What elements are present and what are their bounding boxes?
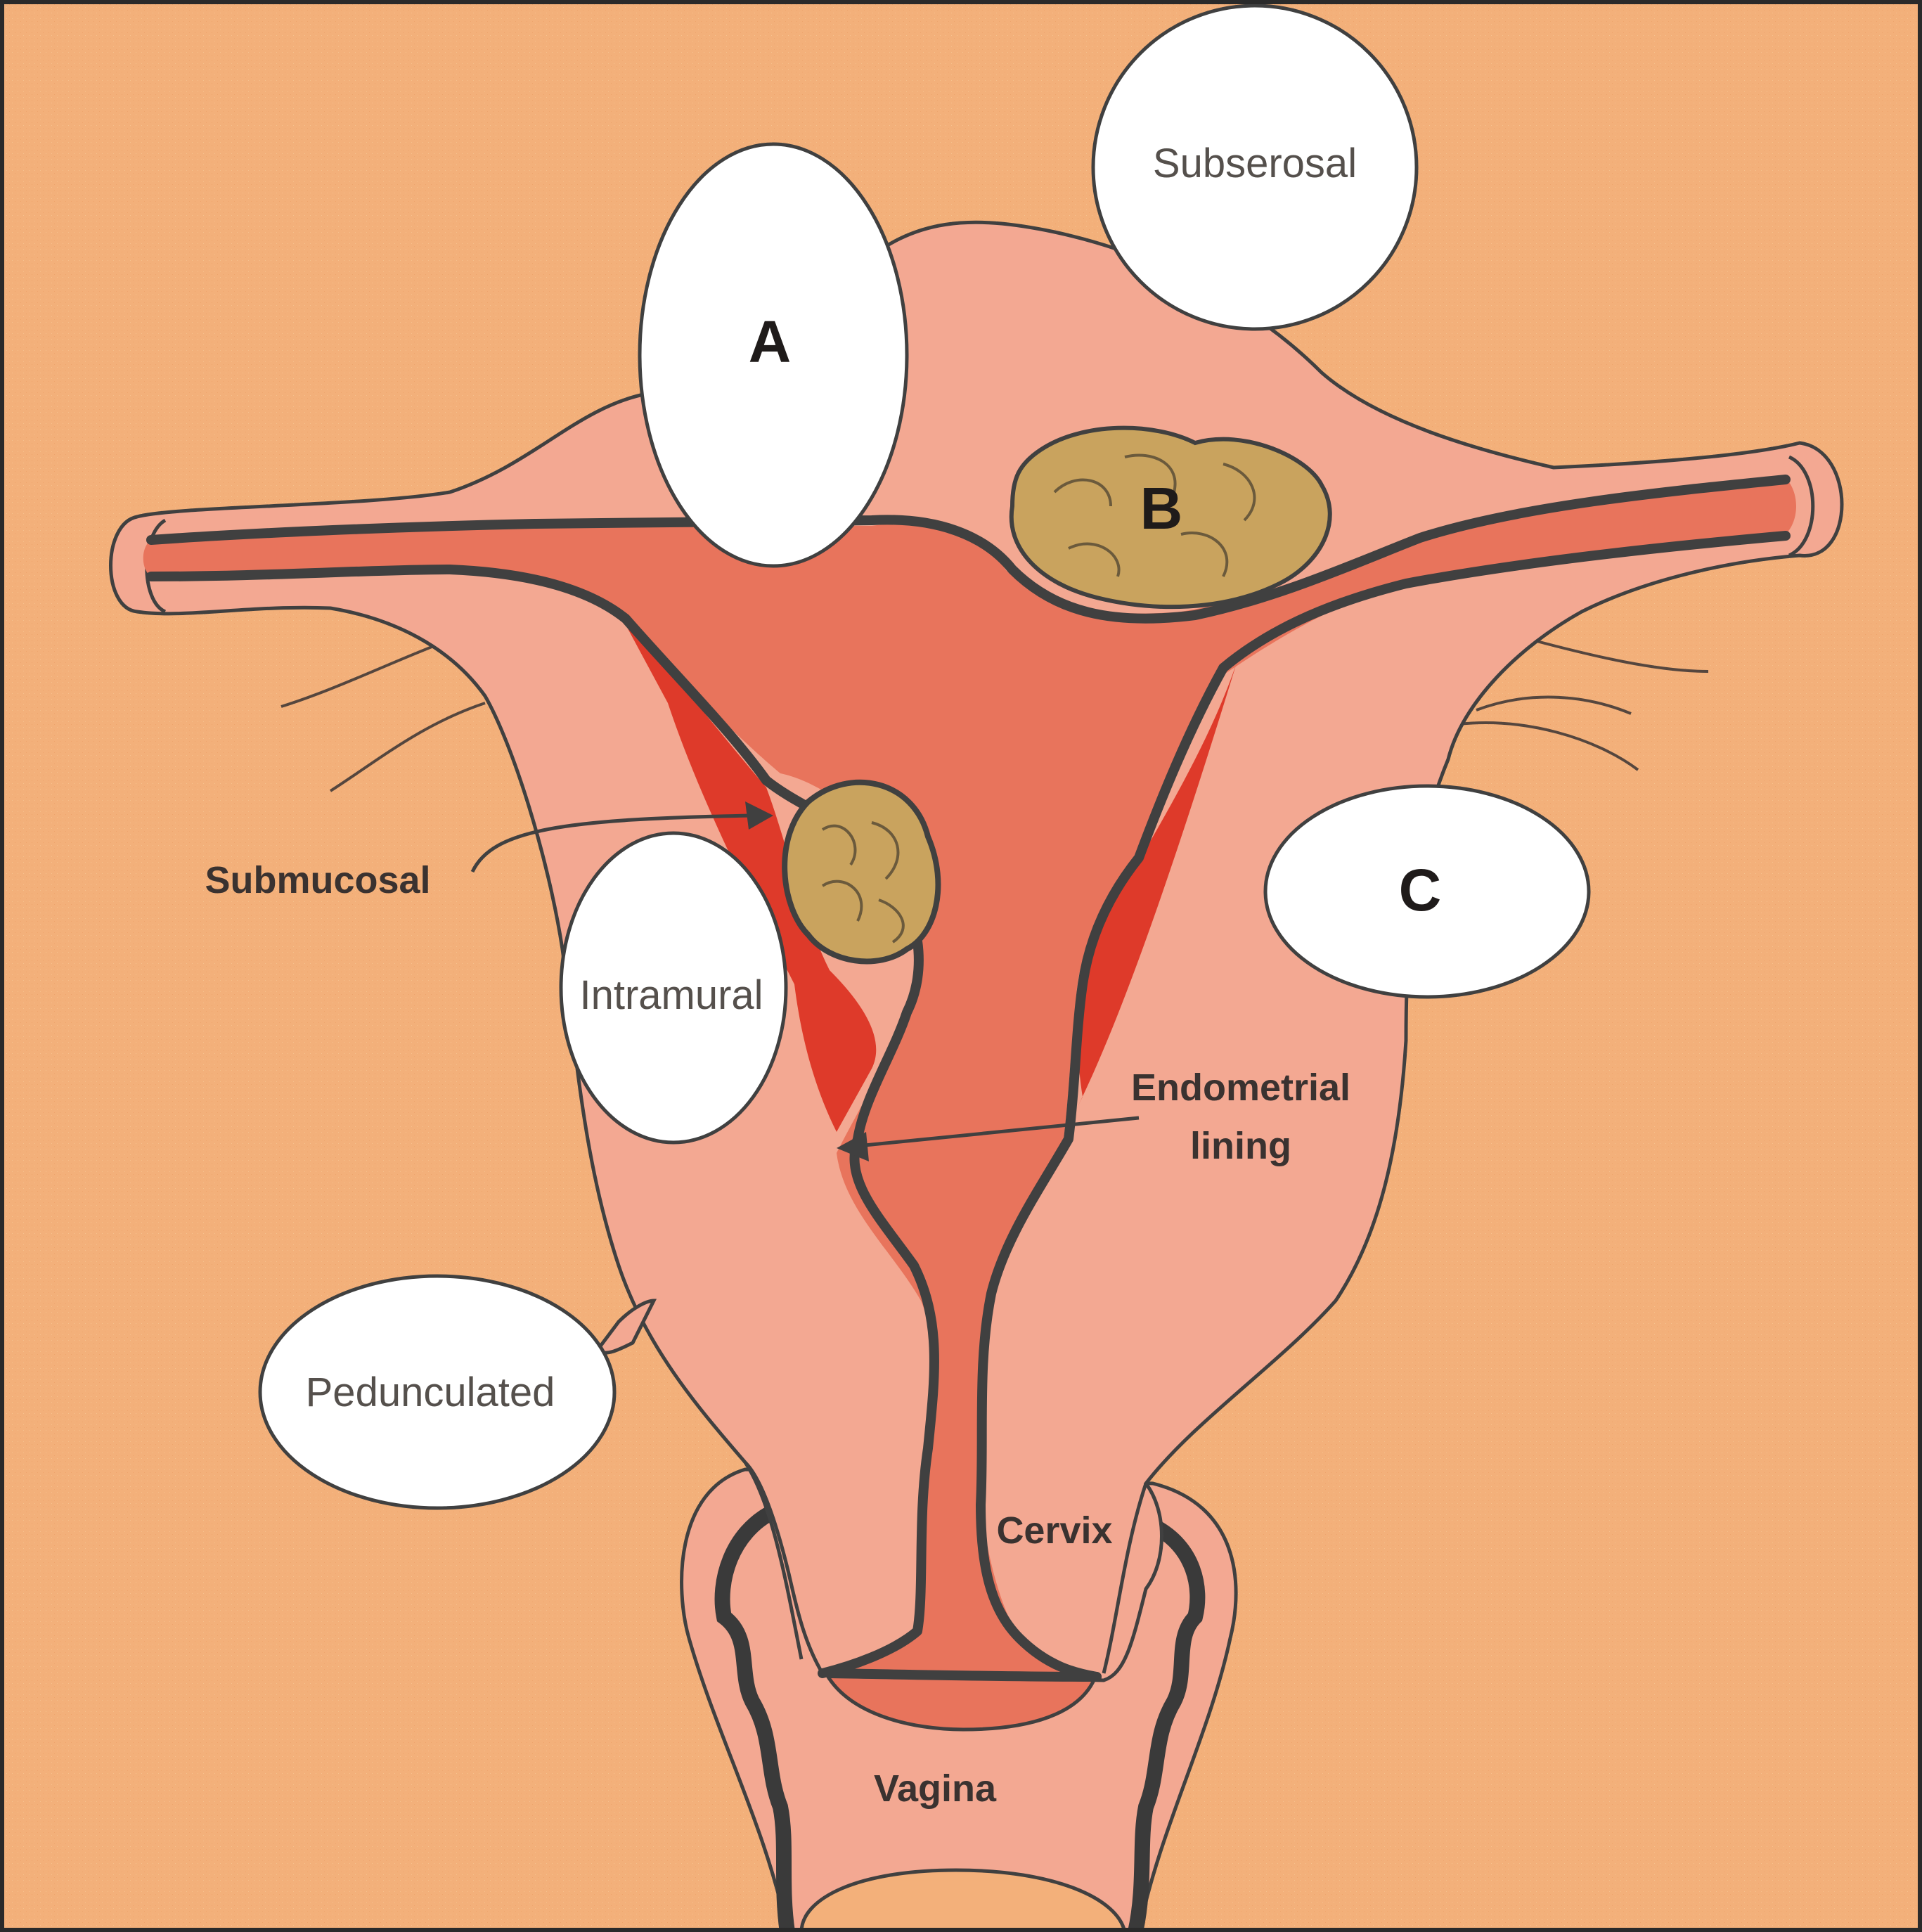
lining-red-right bbox=[1076, 661, 1237, 1111]
submucosal-arrow bbox=[470, 801, 773, 873]
ligament-strands bbox=[280, 635, 1709, 792]
vaginal-canal bbox=[799, 1868, 1127, 1932]
label-endometrial-line1: Endometrial bbox=[1131, 1067, 1350, 1109]
label-intramural: Intramural bbox=[579, 972, 763, 1018]
label-endometrial-line2: lining bbox=[1190, 1125, 1291, 1167]
submucosal-fibroid bbox=[782, 779, 941, 965]
label-bubble-pedunculated bbox=[258, 1274, 617, 1510]
endometrial-lining-arrow bbox=[837, 1116, 1140, 1161]
label-bubble-c bbox=[1263, 784, 1591, 999]
label-bubble-a bbox=[638, 142, 909, 568]
fibroid-b-texture bbox=[1053, 453, 1256, 577]
uterine-cavity bbox=[143, 478, 1796, 1677]
label-c: C bbox=[1399, 857, 1442, 923]
label-bubble-subserosal bbox=[1091, 4, 1419, 331]
endometrial-lining-lines bbox=[146, 475, 1791, 1682]
cervix-outline-right bbox=[1102, 1483, 1148, 1674]
vaginal-lining-right bbox=[1128, 1519, 1206, 1932]
label-b: B bbox=[1140, 475, 1183, 541]
right-tube-cap bbox=[1788, 455, 1815, 558]
label-vagina: Vagina bbox=[874, 1767, 997, 1810]
vaginal-vault bbox=[820, 1664, 1099, 1732]
label-a: A bbox=[749, 309, 792, 375]
vaginal-lining-left bbox=[714, 1505, 795, 1932]
fibroid-b bbox=[1009, 425, 1332, 610]
submucosal-fibroid-texture bbox=[821, 821, 905, 944]
cervix-outline bbox=[743, 1461, 804, 1660]
label-submucosal: Submucosal bbox=[205, 859, 430, 901]
label-cervix: Cervix bbox=[996, 1509, 1112, 1552]
label-pedunculated: Pedunculated bbox=[306, 1370, 555, 1415]
label-subserosal: Subserosal bbox=[1153, 141, 1357, 186]
label-bubble-intramural bbox=[559, 831, 788, 1145]
